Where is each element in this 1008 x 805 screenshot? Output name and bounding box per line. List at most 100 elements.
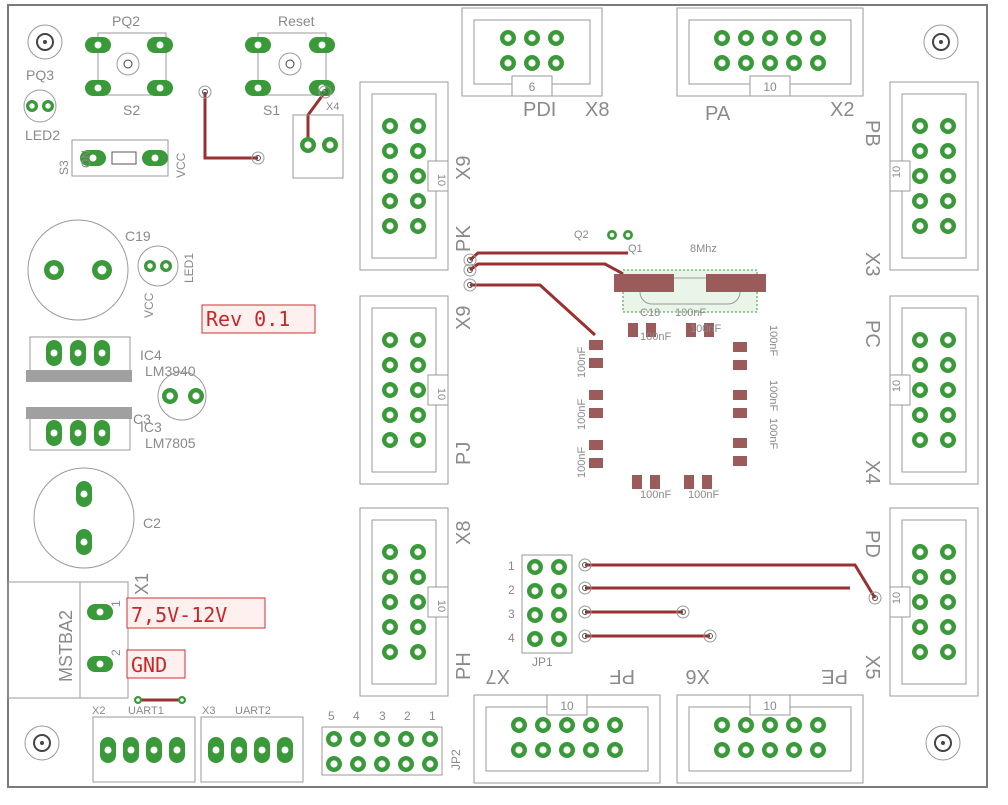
smd-group [589, 323, 747, 489]
mounting-hole-bl [24, 725, 60, 761]
uart1-pad [123, 737, 139, 763]
header-pad [607, 742, 623, 758]
header-pad [762, 55, 778, 71]
label-vcc2: VCC [142, 292, 156, 318]
header-pad [940, 143, 956, 159]
uart1-pad [100, 737, 116, 763]
header-pad [410, 619, 426, 635]
label-rev: Rev 0.1 [206, 307, 290, 331]
header-pad [940, 118, 956, 134]
header-pad [762, 717, 778, 733]
gnd-box [126, 649, 186, 679]
header-pc-x4: 10 [889, 295, 979, 485]
label-jp1-pin1: 1 [508, 559, 515, 573]
capacitor-c2-pad [76, 481, 92, 507]
jp2-pad [422, 731, 438, 747]
capacitor-c2-body [33, 467, 135, 569]
label-cap-left3: 100nF [576, 447, 588, 478]
label-x3: X3 [861, 252, 883, 276]
mounting-hole-tl [27, 24, 63, 60]
jp1-pad [527, 583, 543, 599]
capacitor-c3-pad [162, 388, 178, 404]
label-cap-left2: 100nF [576, 399, 588, 430]
jp1-pad [551, 559, 567, 575]
smd-cap-c18 [628, 323, 656, 337]
q2-pad [623, 230, 633, 240]
via [868, 591, 882, 605]
header-pad [940, 407, 956, 423]
label-jp2-pin2: 2 [404, 709, 411, 723]
header-pad [940, 594, 956, 610]
header-key-label: 10 [435, 388, 447, 400]
label-x1: X1 [132, 573, 152, 595]
label-cap-left1: 100nF [576, 347, 588, 378]
label-cap-top2: 100nF [640, 331, 671, 343]
label-x1-pin1: 1 [109, 600, 123, 607]
label-x7: X7 [486, 665, 510, 687]
label-x8: X8 [453, 521, 475, 545]
jp1-pad [551, 583, 567, 599]
label-ph: PH [453, 652, 475, 680]
via [578, 581, 592, 595]
header-pad [382, 357, 398, 373]
smd-cap [733, 390, 747, 418]
uart1-pad [169, 737, 185, 763]
jp1-pad [551, 607, 567, 623]
header-pf-x7: 10 [473, 694, 661, 784]
revision-box [201, 304, 316, 334]
header-pad [511, 742, 527, 758]
label-q2: Q2 [574, 229, 589, 241]
header-pe-x6: 10 [676, 694, 864, 784]
connector-x4-pad [300, 137, 316, 153]
label-ic3: IC3 [140, 419, 162, 435]
jp1-pad [527, 559, 543, 575]
board-edge [7, 4, 988, 788]
label-cap-right1: 100nF [767, 325, 779, 356]
capacitor-c19-pad [44, 260, 64, 280]
label-cap-right2: 100nF [767, 380, 779, 411]
label-jp2-pin5: 5 [328, 709, 335, 723]
header-pad [524, 55, 540, 71]
header-key-label: 10 [891, 380, 903, 392]
label-jp1-pin3: 3 [508, 607, 515, 621]
label-pd: PD [861, 530, 883, 558]
smd-cap [632, 475, 660, 489]
header-pad [940, 432, 956, 448]
regulator-ic3-pad [46, 420, 62, 446]
switch-s1-pad [245, 80, 271, 96]
label-x5: X5 [861, 655, 883, 679]
header-pad [410, 357, 426, 373]
label-uart1: UART1 [128, 705, 164, 717]
pad-group [26, 37, 882, 772]
label-gnd: GND [131, 653, 167, 677]
label-xtal: 8Mhz [690, 243, 717, 255]
label-lm7805: LM7805 [145, 435, 196, 451]
connector-uart2 [200, 716, 304, 783]
header-pad [382, 143, 398, 159]
uart2-pad [208, 737, 224, 763]
header-pad [912, 619, 928, 635]
header-pad [762, 30, 778, 46]
led2-pad [42, 100, 54, 112]
label-q1: Q1 [628, 243, 643, 255]
switch-s2-pad [85, 80, 111, 96]
header-pad [535, 717, 551, 733]
header-pad [382, 193, 398, 209]
label-cap-top3: 100nF [690, 323, 721, 335]
label-pq3: PQ3 [26, 67, 54, 83]
label-jp2-pin1: 1 [429, 709, 436, 723]
label-pb: PB [861, 120, 883, 147]
capacitor-c19-body [27, 219, 129, 321]
header-pad [912, 382, 928, 398]
label-pdi: PDI [523, 99, 556, 121]
header-pj-x9: 10 [359, 295, 449, 485]
label-x8-top: X8 [585, 99, 609, 121]
uart-trace-pad [134, 696, 142, 704]
header-pad [940, 357, 956, 373]
via [251, 151, 265, 165]
header-pad [810, 717, 826, 733]
led1-body [137, 245, 179, 287]
label-led1: LED1 [182, 253, 196, 283]
header-pad [410, 594, 426, 610]
via [463, 263, 477, 277]
